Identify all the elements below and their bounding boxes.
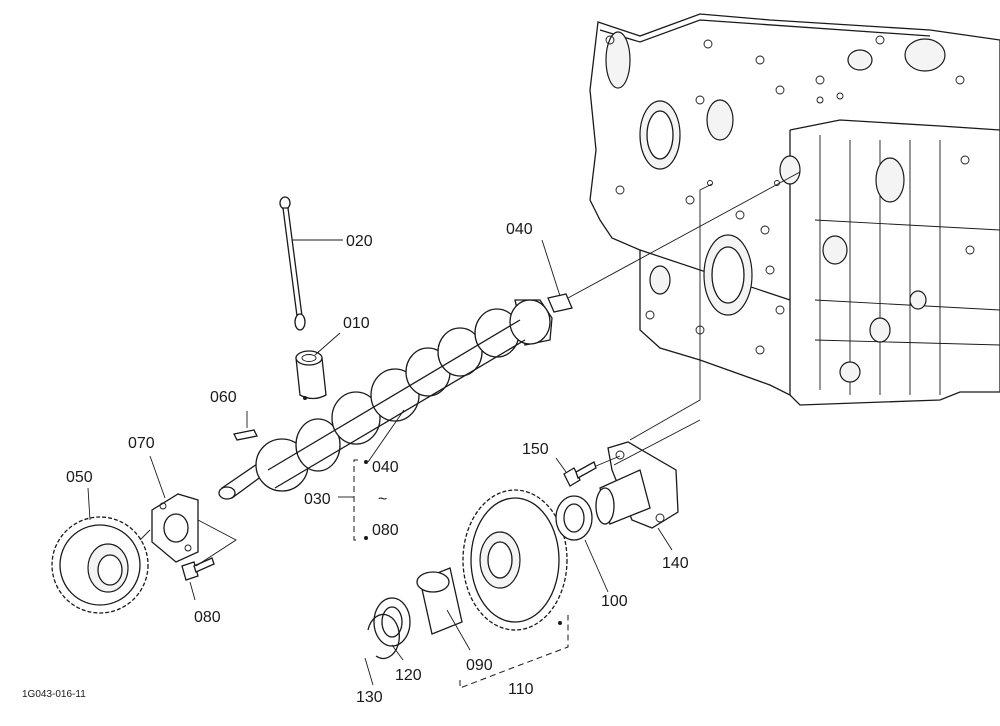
part-labels: 020 010 040 060 070 050 080 040 030 ~ 08… (66, 221, 689, 706)
label-030: 030 (304, 491, 331, 508)
label-080-left: 080 (194, 609, 221, 626)
circlip-130 (367, 613, 400, 660)
leader-lines (87, 239, 673, 686)
label-040-top: 040 (506, 221, 533, 238)
label-060: 060 (210, 389, 237, 406)
bolt-080 (181, 557, 215, 581)
label-090: 110 (508, 681, 534, 698)
label-range-separator: ~ (378, 491, 387, 508)
thrust-plate-070 (151, 493, 199, 563)
label-140: 140 (662, 555, 689, 572)
range-bracket-030 (338, 459, 368, 541)
bolt-150 (563, 461, 597, 487)
collar-110 (555, 495, 593, 541)
label-040-range: 040 (372, 459, 399, 476)
push-rod-020 (279, 196, 306, 331)
idle-gear-shaft-140 (595, 441, 679, 529)
label-110: 100 (601, 593, 628, 610)
camshaft-gear-050 (51, 516, 149, 614)
idle-gear-090 (462, 489, 568, 631)
collar-120 (373, 597, 411, 647)
label-010: 010 (343, 315, 370, 332)
assembly-lines (139, 171, 801, 567)
camshaft-030 (218, 293, 573, 500)
label-080-range: 080 (372, 522, 399, 539)
label-100: 090 (466, 657, 493, 674)
label-020: 020 (346, 233, 373, 250)
drawing-code: 1G043-016-11 (22, 689, 86, 700)
engine-block-illustration (589, 13, 1000, 406)
label-120: 120 (395, 667, 422, 684)
tappet-010 (295, 350, 327, 400)
label-050: 050 (66, 469, 93, 486)
label-070: 070 (128, 435, 155, 452)
label-130: 130 (356, 689, 383, 706)
label-150: 150 (522, 441, 549, 458)
key-060 (233, 429, 258, 441)
range-bracket-090 (459, 615, 569, 689)
